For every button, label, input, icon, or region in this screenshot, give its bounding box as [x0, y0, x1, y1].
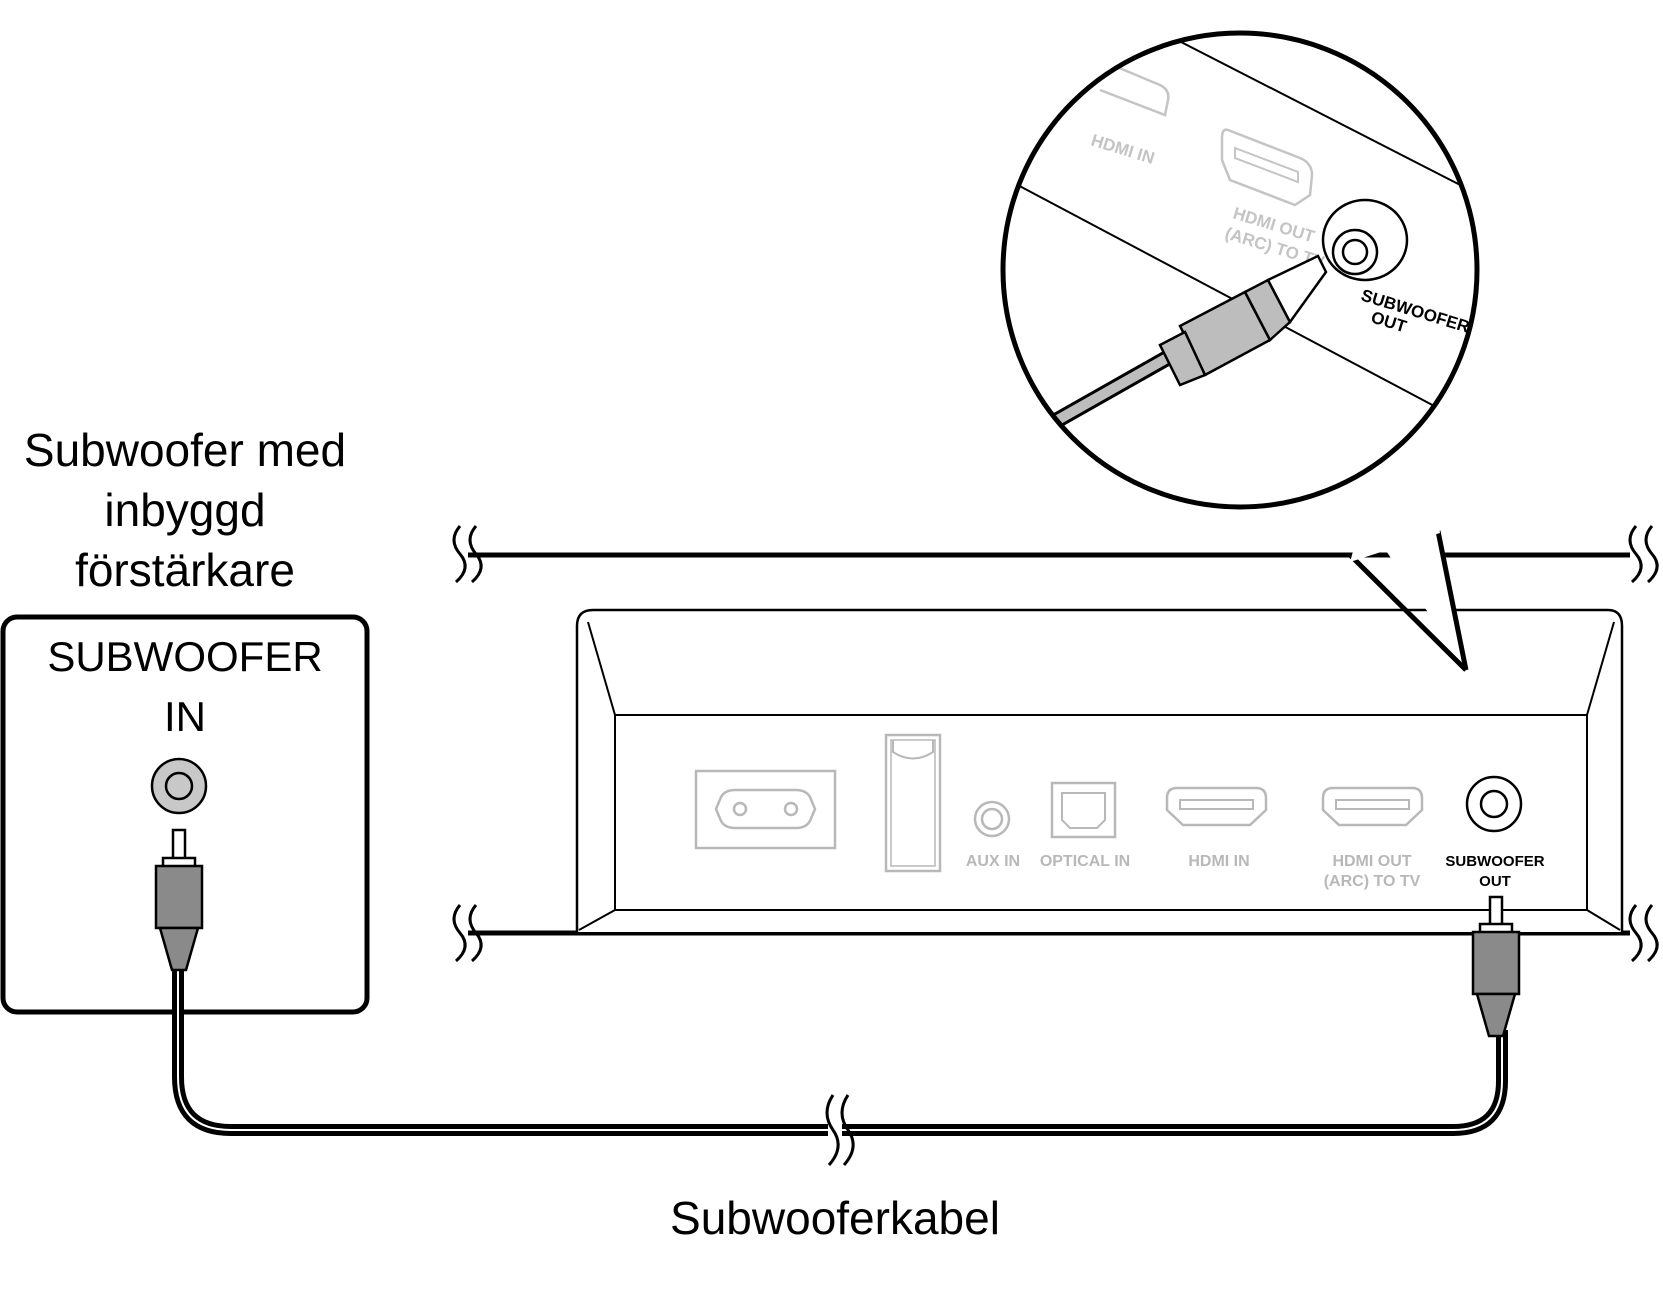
subwoofer-title-line3: förstärkare	[75, 544, 295, 596]
hdmi-in-label: HDMI IN	[1188, 853, 1249, 870]
device-rear-panel: AUX IN OPTICAL IN HDMI IN HDMI OUT (ARC)…	[575, 608, 1624, 932]
subwoofer-title-line1: Subwoofer med	[24, 424, 346, 476]
subwoofer-out-label-line1: SUBWOOFER	[1445, 853, 1544, 870]
left-rca-plug	[154, 828, 204, 972]
service-slot	[884, 733, 942, 873]
right-rca-plug	[1471, 895, 1521, 1038]
optical-in-jack	[1050, 781, 1117, 839]
subwoofer-cable	[172, 964, 1508, 1166]
hdmi-out-port	[1321, 786, 1424, 827]
hdmi-out-label-line2: (ARC) TO TV	[1324, 873, 1421, 890]
subwoofer-in-jack	[150, 757, 208, 815]
zoom-callout: HDMI IN HDMI OUT (ARC) TO TV SUBWOOFER O…	[1000, 30, 1480, 672]
hdmi-in-port	[1165, 786, 1268, 827]
shelf-bottom-line	[452, 904, 1659, 963]
cable-label: Subwooferkabel	[670, 1192, 1000, 1244]
aux-in-label: AUX IN	[966, 853, 1020, 870]
subwoofer-out-label-line2: OUT	[1479, 873, 1511, 890]
subwoofer-out-jack	[1465, 775, 1523, 833]
zoom-rca-plug	[1032, 254, 1328, 438]
shelf-top-line	[452, 525, 1659, 584]
hdmi-out-label-line1: HDMI OUT	[1332, 853, 1411, 870]
aux-in-jack	[973, 800, 1011, 838]
subwoofer-title-line2: inbyggd	[104, 484, 265, 536]
zoom-subwoofer-out-jack	[1321, 198, 1409, 282]
optical-in-label: OPTICAL IN	[1040, 853, 1130, 870]
subwoofer-panel-line2: IN	[164, 693, 206, 740]
power-inlet	[694, 769, 837, 850]
zoom-hdmi-out-port	[1220, 128, 1314, 207]
subwoofer-panel: SUBWOOFER IN	[0, 614, 370, 1015]
zoom-hdmi-in-port	[1099, 58, 1170, 117]
subwoofer-panel-line1: SUBWOOFER	[47, 633, 322, 680]
